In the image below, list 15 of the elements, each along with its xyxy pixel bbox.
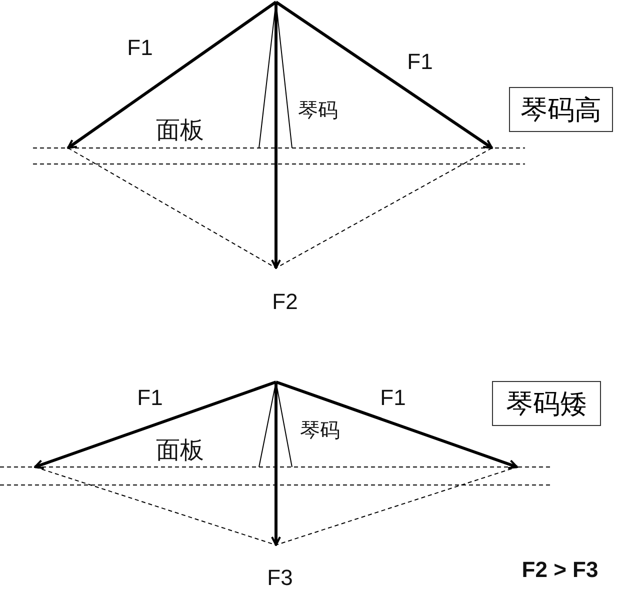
force-label: F2	[272, 291, 298, 313]
part-label: 面板	[156, 118, 204, 142]
text-box	[509, 87, 613, 132]
comparison-label: F2 > F3	[522, 559, 598, 581]
box-label: 琴码高	[520, 94, 602, 128]
text-box	[492, 381, 601, 426]
force-label: F1	[137, 387, 163, 409]
force-label: F3	[267, 567, 293, 589]
part-label: 琴码	[300, 420, 340, 440]
force-label: F1	[407, 51, 433, 73]
force-label: F1	[127, 37, 153, 59]
part-label: 琴码	[298, 100, 338, 120]
part-label: 面板	[156, 438, 204, 462]
box-label: 琴码矮	[506, 388, 587, 422]
force-label: F1	[380, 387, 406, 409]
